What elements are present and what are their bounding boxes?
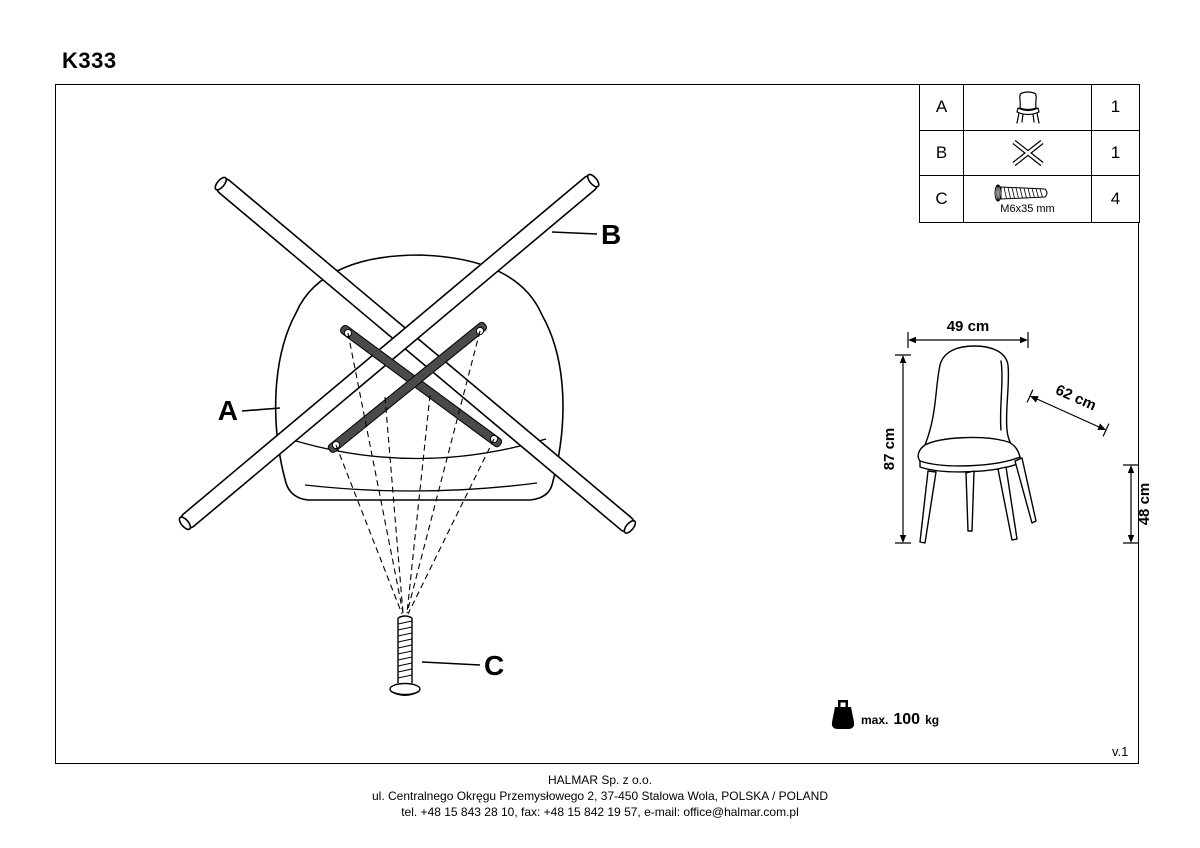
part-icon-cell-b [964,130,1092,177]
crossed-legs-part-icon [1011,140,1044,166]
part-letter-c: C [920,176,964,222]
callout-label-a: A [218,395,238,426]
footer-company: HALMAR Sp. z o.o. [547,773,653,787]
max-load: max. 100 kg [830,700,939,730]
drawing-frame [55,84,1139,764]
screw-guide-lines [335,330,495,615]
dim-seat-height [1123,464,1139,544]
screw-part-icon [994,184,1047,202]
callout-label-b: B [601,219,621,250]
mounting-brackets [327,321,503,453]
chair-dimension-drawing: 49 cm 87 cm 62 cm 48 cm [881,318,1150,544]
leg-frame [178,173,637,534]
footer-address: ul. Centralnego Okręgu Przemysłowego 2, … [371,789,828,803]
page-title: K333 [62,48,117,73]
max-load-prefix: max. [861,713,889,727]
max-load-unit: kg [925,713,940,727]
chair-figure [917,345,1037,544]
screw-figure [389,615,421,696]
dim-seat-height-label: 48 cm [1136,483,1150,526]
part-icon-cell-c: M6x35 mm [964,176,1092,222]
max-load-value: 100 [893,711,921,728]
dim-width [907,332,1029,348]
part-qty-b: 1 [1092,131,1139,177]
dim-height [895,354,911,544]
dim-height-label: 87 cm [881,428,898,471]
footer-contact: tel. +48 15 843 28 10, fax: +48 15 842 1… [401,805,799,819]
screw-size-note: M6x35 mm [1000,202,1055,215]
version-label: v.1 [1112,744,1129,759]
footer: HALMAR Sp. z o.o. ul. Centralnego Okręgu… [0,772,1200,820]
dim-depth [1026,389,1110,437]
part-qty-c: 4 [1110,189,1121,209]
part-letter-a: A [920,85,964,131]
dim-width-label: 49 cm [947,318,990,335]
callout-lines [241,231,598,666]
weight-icon [831,700,855,729]
parts-table: A 1 B 1 C [919,84,1140,223]
part-letter-b: B [920,130,964,177]
part-icon-cell-a [964,85,1092,131]
exploded-assembly-view: A B C [178,173,637,696]
chair-part-icon [1015,91,1040,124]
part-qty-a: 1 [1092,85,1139,131]
callout-label-c: C [484,650,504,681]
